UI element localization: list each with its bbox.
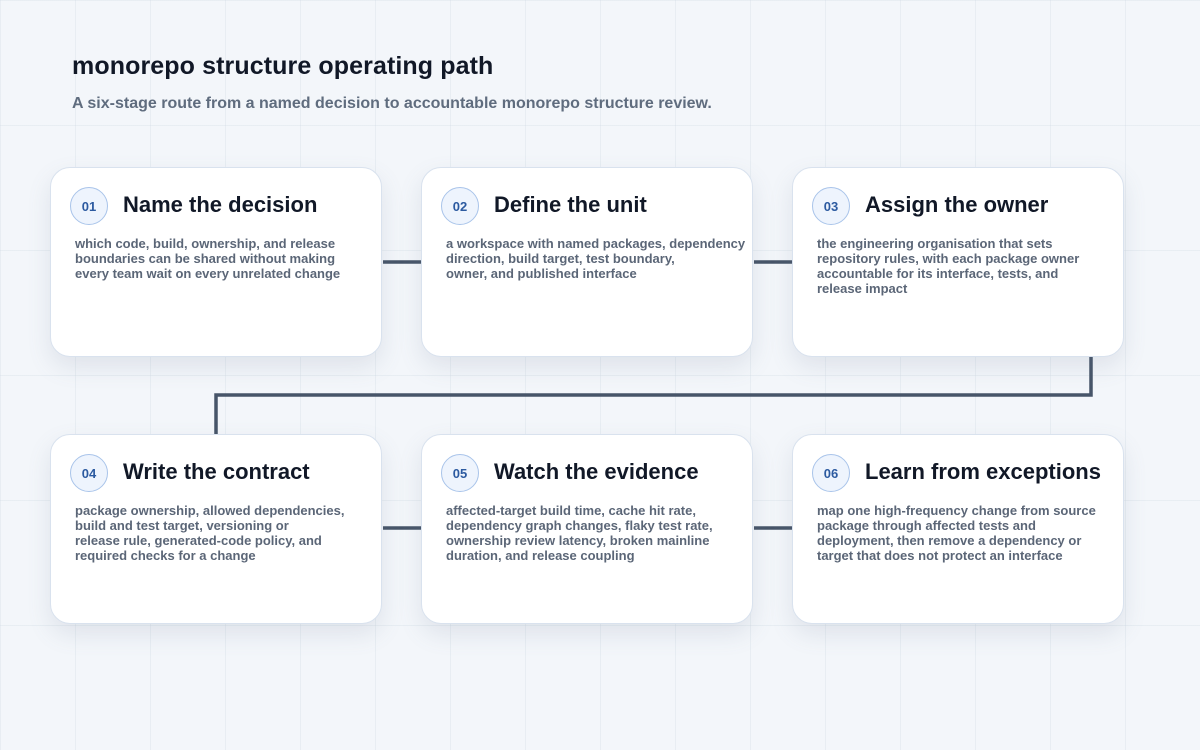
- stage-description-line: build and test target, versioning or: [75, 518, 289, 533]
- stage-number-badge: 06: [812, 454, 850, 492]
- stage-description-line: map one high-frequency change from sourc…: [817, 503, 1096, 518]
- stage-description: a workspace with named packages, depende…: [446, 236, 745, 281]
- stage-description-line: the engineering organisation that sets: [817, 236, 1053, 251]
- stage-title: Assign the owner: [865, 192, 1049, 217]
- stage-description-line: affected-target build time, cache hit ra…: [446, 503, 696, 518]
- stage-title: Learn from exceptions: [865, 459, 1101, 484]
- stage-title: Watch the evidence: [494, 459, 699, 484]
- stage-card-03: 03 Assign the owner the engineering orga…: [792, 167, 1124, 357]
- stage-title: Define the unit: [494, 192, 647, 217]
- stage-description: which code, build, ownership, and releas…: [75, 236, 340, 281]
- stage-number-badge: 01: [70, 187, 108, 225]
- stage-description-line: repository rules, with each package owne…: [817, 251, 1080, 266]
- stage-description-line: direction, build target, test boundary,: [446, 251, 675, 266]
- stage-description: the engineering organisation that sets r…: [817, 236, 1079, 296]
- stage-description-line: target that does not protect an interfac…: [817, 548, 1063, 563]
- page-subtitle: A six-stage route from a named decision …: [72, 95, 712, 112]
- stage-number-badge: 05: [441, 454, 479, 492]
- stage-description-line: accountable for its interface, tests, an…: [817, 266, 1059, 281]
- connector-03-04: [214, 357, 1093, 434]
- stage-description-line: package through affected tests and: [817, 518, 1036, 533]
- stage-number-badge: 04: [70, 454, 108, 492]
- stage-card-01: 01 Name the decision which code, build, …: [50, 167, 382, 357]
- stage-description: map one high-frequency change from sourc…: [817, 503, 1096, 563]
- stage-description-line: which code, build, ownership, and releas…: [75, 236, 336, 251]
- stage-description: affected-target build time, cache hit ra…: [446, 503, 713, 563]
- stage-title: Name the decision: [123, 192, 318, 217]
- page-title: monorepo structure operating path: [72, 52, 494, 80]
- stage-card-04: 04 Write the contract package ownership,…: [50, 434, 382, 624]
- stage-description-line: dependency graph changes, flaky test rat…: [446, 518, 713, 533]
- stage-card-06: 06 Learn from exceptions map one high-fr…: [792, 434, 1124, 624]
- stage-description-line: boundaries can be shared without making: [75, 251, 336, 266]
- stage-description-line: owner, and published interface: [446, 266, 637, 281]
- stage-description-line: duration, and release coupling: [446, 548, 635, 563]
- stage-number-badge: 03: [812, 187, 850, 225]
- stage-number-badge: 02: [441, 187, 479, 225]
- stage-description-line: deployment, then remove a dependency or: [817, 533, 1082, 548]
- stage-description-line: required checks for a change: [75, 548, 256, 563]
- diagram-header: monorepo structure operating path A six-…: [72, 52, 712, 113]
- stage-description-line: release impact: [817, 281, 908, 296]
- stage-card-02: 02 Define the unit a workspace with name…: [421, 167, 753, 357]
- stage-description-line: release rule, generated-code policy, and: [75, 533, 322, 548]
- stage-description-line: package ownership, allowed dependencies,: [75, 503, 345, 518]
- stage-description-line: every team wait on every unrelated chang…: [75, 266, 341, 281]
- stage-card-05: 05 Watch the evidence affected-target bu…: [421, 434, 753, 624]
- stage-description-line: ownership review latency, broken mainlin…: [446, 533, 710, 548]
- stage-description: package ownership, allowed dependencies,…: [75, 503, 344, 563]
- stage-title: Write the contract: [123, 459, 310, 484]
- stage-description-line: a workspace with named packages, depende…: [446, 236, 746, 251]
